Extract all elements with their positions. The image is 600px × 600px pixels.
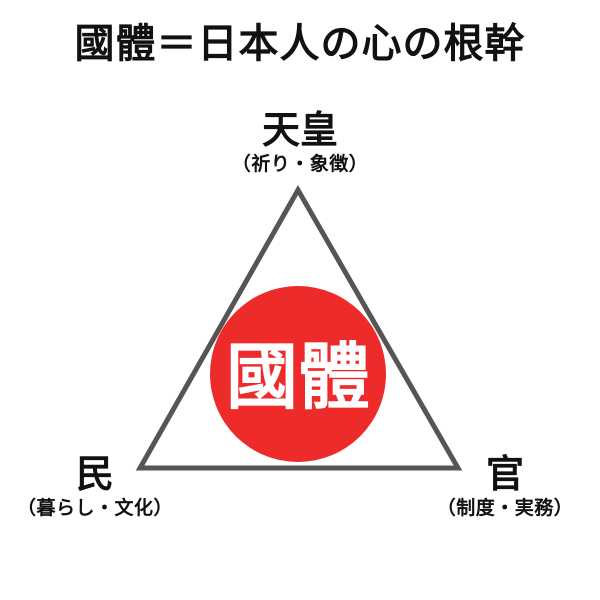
node-emperor-title: 天皇: [261, 107, 338, 152]
center-label: 國體: [226, 334, 370, 419]
center-circle: [210, 286, 386, 462]
node-officials-title: 官: [485, 451, 524, 496]
node-emperor: 天皇 （祈り・象徴）: [200, 108, 400, 176]
node-officials: 官 （制度・実務）: [410, 452, 600, 520]
page-title: 國體＝日本人の心の根幹: [74, 20, 526, 67]
node-people-subtitle: （暮らし・文化）: [16, 497, 173, 519]
node-people-title: 民: [75, 451, 114, 496]
node-people: 民 （暮らし・文化）: [0, 452, 190, 520]
node-emperor-subtitle: （祈り・象徴）: [231, 153, 369, 175]
node-officials-subtitle: （制度・実務）: [436, 497, 574, 519]
triangle-outline: [135, 184, 463, 471]
